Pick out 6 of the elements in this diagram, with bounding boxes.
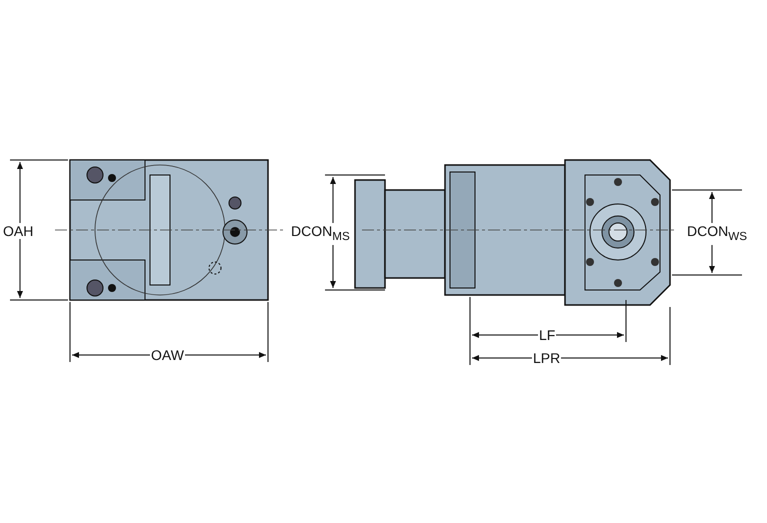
dimension-label: OAW [150,347,185,363]
dimension-label: LF [538,327,556,343]
dimension-label: OAH [2,223,34,239]
dimension-label: LPR [532,350,562,366]
dimension-label: DCON$_{WS}$ [686,223,748,245]
dimension-label: DCON$_{MS}$ [290,223,351,245]
